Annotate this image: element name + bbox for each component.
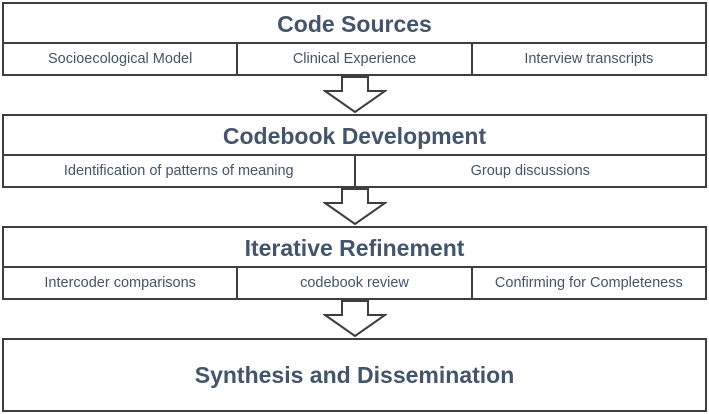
stage-title: Synthesis and Dissemination bbox=[194, 361, 515, 388]
stage-codebook-development: Codebook Development Identification of p… bbox=[2, 114, 707, 188]
stage-items: Socioecological Model Clinical Experienc… bbox=[4, 42, 705, 74]
stage-item: Interview transcripts bbox=[470, 44, 705, 74]
stage-code-sources: Code Sources Socioecological Model Clini… bbox=[2, 2, 707, 76]
down-arrow-icon bbox=[323, 188, 387, 226]
stage-title: Codebook Development bbox=[222, 122, 487, 149]
stage-title: Iterative Refinement bbox=[244, 234, 465, 261]
stage-item: Socioecological Model bbox=[48, 51, 193, 67]
down-arrow-icon bbox=[323, 300, 387, 338]
stage-item: codebook review bbox=[236, 268, 470, 298]
stage-item: Group discussions bbox=[353, 156, 706, 186]
stage-items: Identification of patterns of meaning Gr… bbox=[4, 154, 705, 186]
stage-item: Clinical Experience bbox=[236, 44, 470, 74]
stage-synthesis-and-dissemination: Synthesis and Dissemination bbox=[2, 338, 707, 412]
down-arrow-icon bbox=[323, 76, 387, 114]
stage-item: Identification of patterns of meaning bbox=[63, 163, 294, 179]
stage-item: Intercoder comparisons bbox=[44, 275, 196, 291]
stage-title: Code Sources bbox=[277, 10, 432, 37]
stage-item: Confirming for Completeness bbox=[470, 268, 705, 298]
stage-iterative-refinement: Iterative Refinement Intercoder comparis… bbox=[2, 226, 707, 300]
stage-items: Intercoder comparisons codebook review C… bbox=[4, 266, 705, 298]
